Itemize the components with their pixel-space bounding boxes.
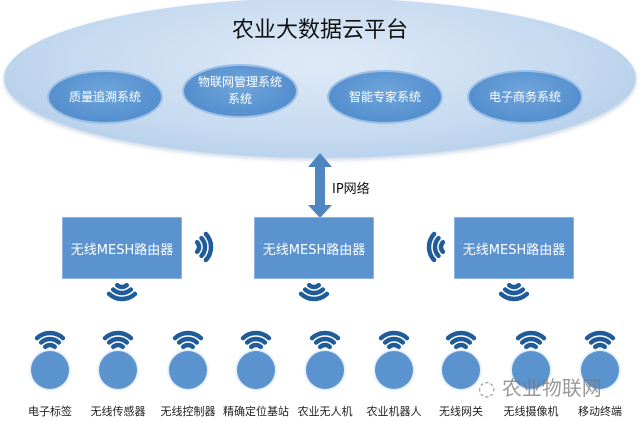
signal-arc <box>313 336 337 345</box>
device-node <box>581 351 619 389</box>
signal-arc <box>515 330 547 341</box>
device-label: 无线网关 <box>439 405 483 418</box>
signal-arc <box>453 342 469 350</box>
signal-arc <box>102 330 134 341</box>
signal-arc <box>449 336 473 345</box>
signal-arc <box>438 239 446 255</box>
signal-arc <box>378 330 410 341</box>
signal-arc <box>106 291 138 302</box>
device-node <box>512 351 550 389</box>
wifi-icon <box>445 330 477 350</box>
device-node <box>237 351 275 389</box>
signal-arc <box>588 336 612 345</box>
signal-arc <box>498 291 530 302</box>
wifi-icon <box>240 330 272 350</box>
signal-down-icon <box>498 282 530 302</box>
signal-arc <box>38 336 62 345</box>
device-label: 无线摄像机 <box>503 405 559 418</box>
system-expert: 智能专家系统 <box>327 70 443 124</box>
signal-arc <box>584 330 616 341</box>
wifi-icon <box>172 330 204 350</box>
signal-arc <box>203 231 214 263</box>
device-node <box>99 351 137 389</box>
signal-arc <box>180 342 196 350</box>
device-node <box>31 351 69 389</box>
signal-arc <box>110 342 126 350</box>
device-label: 无线传感器 <box>90 405 146 418</box>
device-label: 移动终端 <box>578 405 622 418</box>
signal-arc <box>502 287 526 296</box>
signal-arc <box>306 282 322 290</box>
wifi-icon <box>102 330 134 350</box>
device-node <box>306 351 344 389</box>
signal-arc <box>309 330 341 341</box>
signal-arc <box>445 330 477 341</box>
signal-arc <box>386 342 402 350</box>
signal-arc <box>523 342 539 350</box>
signal-arc <box>298 291 330 302</box>
device-node <box>169 351 207 389</box>
signal-down-icon <box>298 282 330 302</box>
wifi-icon <box>309 330 341 350</box>
signal-arc <box>302 287 326 296</box>
signal-down-icon <box>106 282 138 302</box>
device-label: 精确定位基站 <box>223 405 289 418</box>
system-traceability: 质量追溯系统 <box>47 70 163 124</box>
signal-left-icon <box>426 231 446 263</box>
device-label: 农业无人机 <box>297 405 353 418</box>
mesh-router-center: 无线MESH路由器 <box>254 217 374 279</box>
device-label: 电子标签 <box>28 405 72 418</box>
mesh-router-left: 无线MESH路由器 <box>62 217 182 279</box>
signal-arc <box>382 336 406 345</box>
signal-arc <box>506 282 522 290</box>
signal-arc <box>194 239 202 255</box>
system-iot-management: 物联网管理系统系统 <box>182 64 298 118</box>
signal-arc <box>172 330 204 341</box>
signal-right-icon <box>194 231 214 263</box>
device-node <box>442 351 480 389</box>
signal-arc <box>110 287 134 296</box>
wechat-icon: ◌ <box>478 376 502 400</box>
signal-arc <box>317 342 333 350</box>
signal-arc <box>519 336 543 345</box>
signal-arc <box>592 342 608 350</box>
signal-arc <box>240 330 272 341</box>
signal-arc <box>199 235 208 259</box>
wifi-icon <box>584 330 616 350</box>
ip-network-label: IP网络 <box>332 182 370 197</box>
signal-arc <box>426 231 437 263</box>
signal-arc <box>176 336 200 345</box>
watermark: ◌ 农业物联网 <box>478 376 602 400</box>
system-ecommerce: 电子商务系统 <box>467 70 583 124</box>
wifi-icon <box>378 330 410 350</box>
signal-arc <box>248 342 264 350</box>
mesh-router-right: 无线MESH路由器 <box>454 217 574 279</box>
signal-arc <box>114 282 130 290</box>
signal-arc <box>34 330 66 341</box>
signal-arc <box>106 336 130 345</box>
signal-arc <box>42 342 58 350</box>
platform-title: 农业大数据云平台 <box>231 18 408 43</box>
signal-arc <box>432 235 441 259</box>
signal-arc <box>244 336 268 345</box>
wifi-icon <box>34 330 66 350</box>
wifi-icon <box>515 330 547 350</box>
device-node <box>375 351 413 389</box>
device-label: 无线控制器 <box>160 405 216 418</box>
device-label: 农业机器人 <box>366 405 422 418</box>
